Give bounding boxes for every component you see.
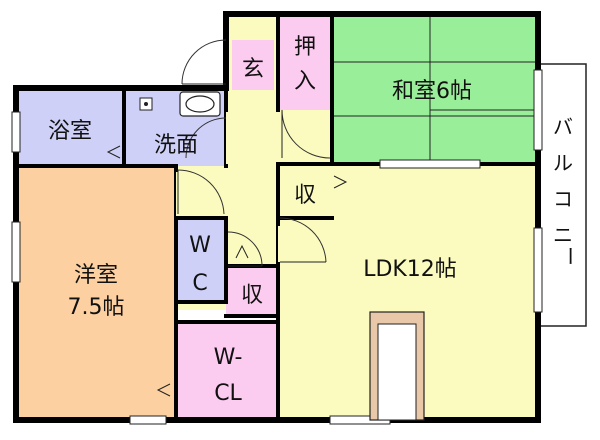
balcony-char: ニ — [553, 223, 573, 247]
balcony-char: コ — [553, 187, 573, 211]
triangle-markers — [106, 145, 348, 397]
label-oshiire-bottom: 入 — [294, 69, 316, 94]
shuu-2-room — [226, 266, 278, 316]
label-genkan: 玄 — [242, 57, 264, 82]
balcony-char: ル — [553, 151, 573, 175]
kitchen-counter — [369, 311, 425, 421]
label-wcl-bottom: CL — [214, 381, 242, 406]
windows — [11, 69, 543, 425]
label-wcl-top: W- — [214, 345, 243, 370]
label-oshiire-top: 押 — [294, 35, 316, 60]
genkan-inner — [232, 40, 274, 90]
wcl-room — [176, 322, 276, 420]
label-youshitsu-line1: 洋室 — [74, 263, 118, 288]
walls — [13, 11, 541, 423]
door-swings — [177, 39, 331, 267]
label-shuu-1: 収 — [294, 183, 316, 208]
yokushitsu-room — [16, 88, 124, 166]
balcony-char: ー — [558, 246, 582, 266]
label-wc-bottom: C — [192, 271, 207, 296]
bath-fixtures — [139, 91, 221, 117]
tatami-lines — [332, 14, 538, 164]
label-youshitsu-line2: 7.5帖 — [68, 295, 125, 320]
label-shuu-2: 収 — [241, 283, 263, 308]
youshitsu-room — [16, 166, 174, 420]
balcony-area — [540, 64, 586, 326]
label-senmen: 洗面 — [154, 133, 198, 158]
label-washitsu: 和室6帖 — [392, 79, 472, 104]
label-wc-top: W — [189, 233, 211, 258]
wc-room — [176, 218, 226, 302]
balcony-char: バ — [553, 115, 573, 139]
oshiire-room — [280, 14, 332, 110]
washitsu-room — [332, 14, 538, 164]
label-balcony: バ ル コ ニ ー — [553, 115, 582, 266]
label-ldk: LDK12帖 — [363, 257, 457, 282]
label-yokushitsu: 浴室 — [48, 119, 92, 144]
